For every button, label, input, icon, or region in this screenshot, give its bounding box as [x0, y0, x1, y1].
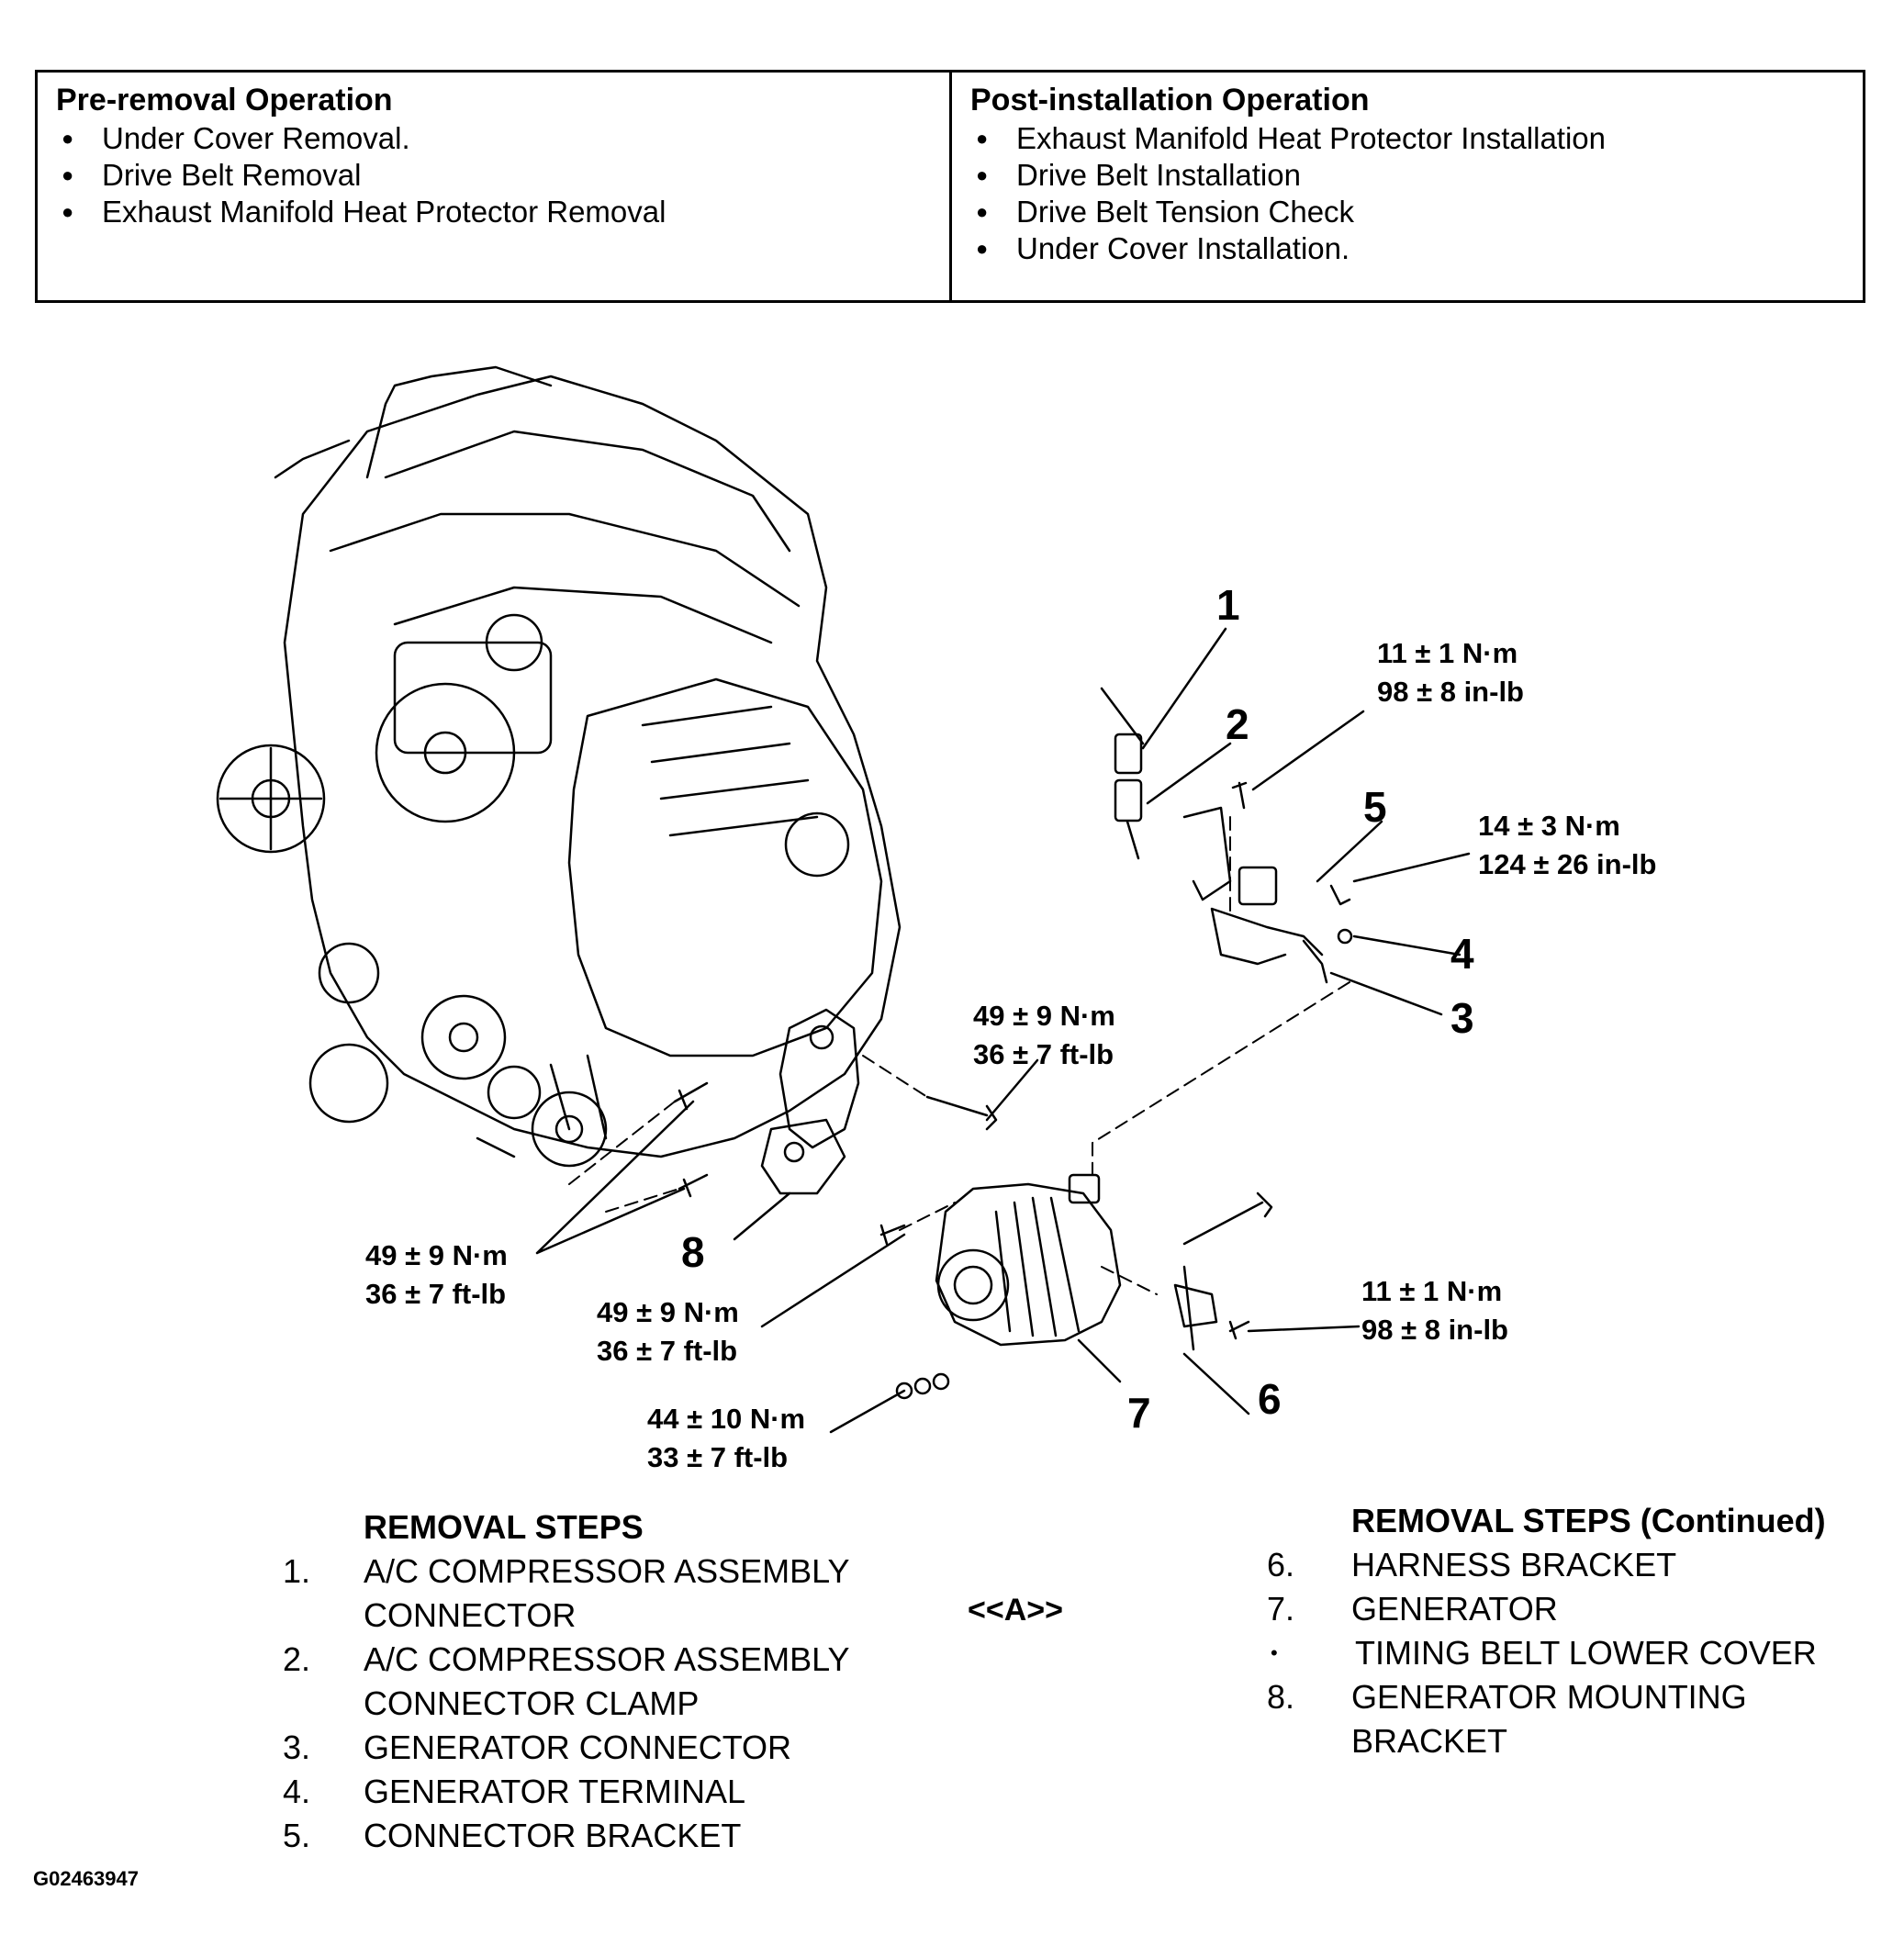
removal-step: 6. HARNESS BRACKET	[1267, 1543, 1891, 1587]
callout-3: 3	[1450, 994, 1474, 1042]
post-installation-item: Exhaust Manifold Heat Protector Installa…	[970, 120, 1846, 157]
pre-removal-item: Exhaust Manifold Heat Protector Removal	[56, 194, 933, 230]
step-text: GENERATOR TERMINAL	[364, 1773, 746, 1810]
torque-label-49-gen-nm: 49 ± 9 N·m	[597, 1296, 739, 1328]
step-number: 1.	[283, 1552, 311, 1590]
step-number	[283, 1682, 364, 1726]
alignment-lines	[568, 816, 1350, 1295]
torque-label-11-bottom-nm: 11 ± 1 N·m	[1361, 1275, 1502, 1307]
post-installation-item: Drive Belt Installation	[970, 157, 1846, 194]
step-number: 6.	[1267, 1546, 1295, 1583]
step-number: 3.	[283, 1729, 311, 1766]
harness-bracket	[1173, 1265, 1218, 1351]
post-installation-list: Exhaust Manifold Heat Protector Installa…	[970, 120, 1846, 267]
torque-label-44-nm: 44 ± 10 N·m	[647, 1403, 805, 1435]
callout-2: 2	[1226, 700, 1249, 748]
removal-steps-continued-list: REMOVAL STEPS (Continued) 6. HARNESS BRA…	[1267, 1499, 1891, 1763]
generator-mounting-bracket	[760, 1008, 860, 1195]
callout-7: 7	[1127, 1389, 1151, 1437]
removal-steps-list: REMOVAL STEPS 1. A/C COMPRESSOR ASSEMBLY…	[283, 1505, 962, 1858]
step-text: A/C COMPRESSOR ASSEMBLY	[364, 1640, 850, 1678]
removal-step: BRACKET	[1267, 1719, 1891, 1763]
step-text: HARNESS BRACKET	[1351, 1546, 1677, 1583]
step-text: CONNECTOR CLAMP	[364, 1684, 700, 1722]
removal-step: • TIMING BELT LOWER COVER	[1267, 1631, 1891, 1675]
callout-1: 1	[1216, 581, 1240, 629]
step-bullet: •	[1271, 1641, 1278, 1664]
callout-5: 5	[1363, 783, 1387, 831]
removal-step: 2. A/C COMPRESSOR ASSEMBLY	[283, 1638, 962, 1682]
post-installation-column: Post-installation Operation Exhaust Mani…	[952, 73, 1863, 300]
torque-label-49-bracket-ftlb: 36 ± 7 ft-lb	[973, 1038, 1114, 1070]
torque-label-14-nm: 14 ± 3 N·m	[1478, 810, 1620, 842]
removal-step: 5. CONNECTOR BRACKET	[283, 1814, 962, 1858]
step-text: CONNECTOR	[364, 1596, 577, 1634]
bolt-icons	[673, 781, 1351, 1400]
torque-label-49-left-nm: 49 ± 9 N·m	[365, 1239, 508, 1271]
callout-6: 6	[1258, 1375, 1282, 1423]
removal-steps-continued-title: REMOVAL STEPS (Continued)	[1351, 1502, 1826, 1539]
pre-removal-heading: Pre-removal Operation	[56, 83, 393, 117]
engine-illustration	[216, 365, 902, 1168]
pre-removal-item: Under Cover Removal.	[56, 120, 933, 157]
pre-removal-column: Pre-removal Operation Under Cover Remova…	[38, 73, 952, 300]
torque-label-49-gen-ftlb: 36 ± 7 ft-lb	[597, 1335, 737, 1367]
removal-step: 4. GENERATOR TERMINAL	[283, 1770, 962, 1814]
post-installation-item: Under Cover Installation.	[970, 230, 1846, 267]
generator-illustration	[935, 1173, 1122, 1347]
torque-label-44-ftlb: 33 ± 7 ft-lb	[647, 1441, 788, 1473]
step-number	[1267, 1719, 1351, 1763]
pre-removal-item: Drive Belt Removal	[56, 157, 933, 194]
generator-exploded-diagram: 1 2 3 4 5 6 7 8 11 ± 1 N·m 98 ± 8 in-lb …	[0, 312, 1904, 1505]
figure-id: G02463947	[33, 1867, 139, 1890]
step-number: 2.	[283, 1640, 311, 1678]
step-number: 4.	[283, 1773, 311, 1810]
step-number	[283, 1594, 364, 1638]
operations-table: Pre-removal Operation Under Cover Remova…	[35, 70, 1865, 303]
step-text: GENERATOR CONNECTOR	[364, 1729, 792, 1766]
torque-label-14-inlb: 124 ± 26 in-lb	[1478, 848, 1656, 880]
step-text: TIMING BELT LOWER COVER	[1355, 1634, 1817, 1672]
procedure-marker: <<A>>	[968, 1593, 1063, 1628]
step-number: 7.	[1267, 1590, 1295, 1628]
step-text: CONNECTOR BRACKET	[364, 1817, 742, 1854]
step-number: 5.	[283, 1817, 311, 1854]
removal-step: 8. GENERATOR MOUNTING	[1267, 1675, 1891, 1719]
removal-step: 7. GENERATOR	[1267, 1587, 1891, 1631]
step-text: GENERATOR	[1351, 1590, 1558, 1628]
step-text: BRACKET	[1351, 1722, 1508, 1760]
step-text: A/C COMPRESSOR ASSEMBLY	[364, 1552, 850, 1590]
post-installation-heading: Post-installation Operation	[970, 83, 1370, 117]
removal-steps-title: REMOVAL STEPS	[364, 1508, 644, 1546]
removal-step: 1. A/C COMPRESSOR ASSEMBLY	[283, 1550, 962, 1594]
step-number: 8.	[1267, 1678, 1295, 1716]
torque-label-49-bracket-nm: 49 ± 9 N·m	[973, 1000, 1115, 1032]
post-installation-item: Drive Belt Tension Check	[970, 194, 1846, 230]
callout-4: 4	[1450, 930, 1474, 978]
removal-step: CONNECTOR CLAMP	[283, 1682, 962, 1726]
pre-removal-list: Under Cover Removal. Drive Belt Removal …	[56, 120, 933, 230]
torque-label-11-top-inlb: 98 ± 8 in-lb	[1377, 676, 1524, 708]
torque-label-49-left-ftlb: 36 ± 7 ft-lb	[365, 1278, 506, 1310]
callout-8: 8	[681, 1228, 705, 1276]
step-text: GENERATOR MOUNTING	[1351, 1678, 1747, 1716]
removal-step: CONNECTOR	[283, 1594, 962, 1638]
removal-step: 3. GENERATOR CONNECTOR	[283, 1726, 962, 1770]
torque-label-11-top-nm: 11 ± 1 N·m	[1377, 637, 1518, 669]
leader-lines	[535, 627, 1471, 1434]
torque-label-11-bottom-inlb: 98 ± 8 in-lb	[1361, 1314, 1508, 1346]
